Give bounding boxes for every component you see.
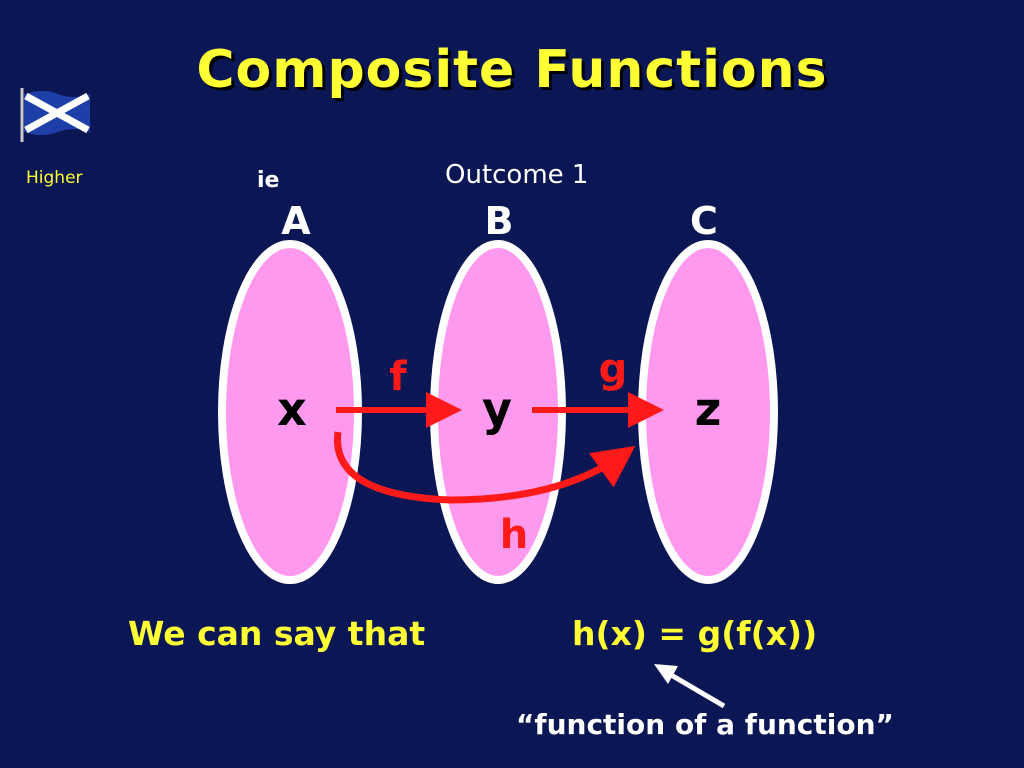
function-f-label: f bbox=[389, 354, 407, 400]
function-h-label: h bbox=[500, 512, 528, 558]
function-of-function-note: “function of a function” bbox=[516, 708, 894, 741]
ie-label: ie bbox=[257, 168, 280, 193]
pointer-arrow bbox=[664, 669, 726, 709]
slide-title: Composite Functions bbox=[196, 40, 828, 100]
arrow-h bbox=[334, 431, 636, 504]
element-y: y bbox=[482, 382, 512, 436]
set-a-label: A bbox=[281, 199, 311, 243]
outcome-label: Outcome 1 bbox=[445, 160, 589, 190]
pointer-arrowhead bbox=[654, 664, 678, 684]
set-c-label: C bbox=[690, 199, 718, 243]
level-label: Higher bbox=[26, 168, 83, 188]
composite-equation: h(x) = g(f(x)) bbox=[572, 614, 818, 653]
element-x: x bbox=[277, 382, 307, 436]
element-z: z bbox=[695, 382, 722, 436]
scottish-flag-icon bbox=[20, 88, 90, 142]
function-g-label: g bbox=[599, 346, 628, 392]
statement-text: We can say that bbox=[128, 614, 426, 653]
set-b-label: B bbox=[485, 199, 514, 243]
